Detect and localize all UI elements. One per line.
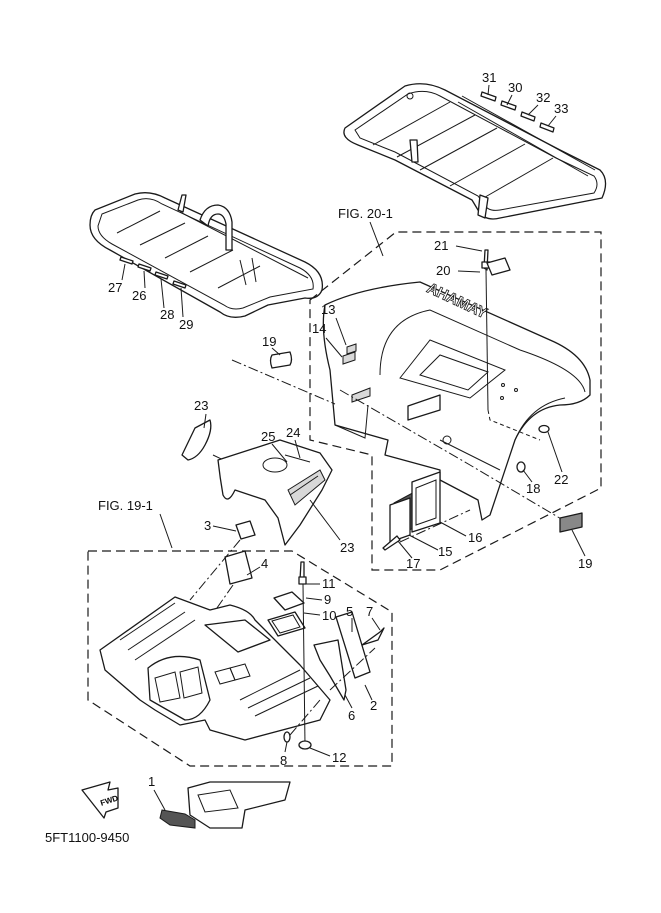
rear-carrier <box>343 83 607 220</box>
decal-3 <box>235 520 256 540</box>
callout-18: 18 <box>526 481 540 496</box>
callout-8: 8 <box>280 753 287 768</box>
callout-6: 6 <box>348 708 355 723</box>
callout-3: 3 <box>204 518 211 533</box>
callout-30: 30 <box>508 80 522 95</box>
callouts: 1 2 3 4 5 6 7 8 9 10 11 12 13 14 15 16 1… <box>108 70 592 811</box>
callout-15: 15 <box>438 544 452 559</box>
callout-27: 27 <box>108 280 122 295</box>
callout-20: 20 <box>436 263 450 278</box>
callout-4: 4 <box>261 556 268 571</box>
callout-33: 33 <box>554 101 568 116</box>
callout-26: 26 <box>132 288 146 303</box>
callout-12: 12 <box>332 750 346 765</box>
callout-10: 10 <box>322 608 336 623</box>
front-panel <box>181 419 333 546</box>
fig-19-small-parts <box>273 561 385 750</box>
callout-28: 28 <box>160 307 174 322</box>
callout-29: 29 <box>179 317 193 332</box>
callout-1: 1 <box>148 774 155 789</box>
front-fender <box>99 596 331 741</box>
fig-19-1-label: FIG. 19-1 <box>98 498 153 513</box>
callout-7: 7 <box>366 604 373 619</box>
callout-14: 14 <box>312 321 326 336</box>
callout-19-right: 19 <box>578 556 592 571</box>
decals-30-33 <box>480 91 555 133</box>
callout-32: 32 <box>536 90 550 105</box>
callout-13: 13 <box>321 302 335 317</box>
front-carrier <box>89 192 324 318</box>
fig-19-1-boundary <box>87 550 393 767</box>
decals-26-29 <box>119 256 187 289</box>
decal-4 <box>224 550 253 585</box>
emblem-1 <box>159 809 196 829</box>
callout-23-lower: 23 <box>340 540 354 555</box>
decal-19-left <box>269 351 293 369</box>
callout-11: 11 <box>322 576 336 591</box>
fig-20-1-label: FIG. 20-1 <box>338 206 393 221</box>
callout-17: 17 <box>406 556 420 571</box>
callout-22: 22 <box>554 472 568 487</box>
callout-2: 2 <box>370 698 377 713</box>
callout-23-upper: 23 <box>194 398 208 413</box>
callout-16: 16 <box>468 530 482 545</box>
callout-9: 9 <box>324 592 331 607</box>
fwd-arrow: FWD <box>81 781 119 819</box>
rear-fender: YAMAHA <box>322 279 591 521</box>
callout-24: 24 <box>286 425 300 440</box>
callout-21: 21 <box>434 238 448 253</box>
callout-5: 5 <box>346 604 353 619</box>
fig-20-small-parts <box>231 249 583 551</box>
callout-31: 31 <box>482 70 496 85</box>
callout-19-left: 19 <box>262 334 276 349</box>
front-bracket <box>187 781 291 829</box>
callout-25: 25 <box>261 429 275 444</box>
drawing-code: 5FT1100-9450 <box>45 830 129 845</box>
